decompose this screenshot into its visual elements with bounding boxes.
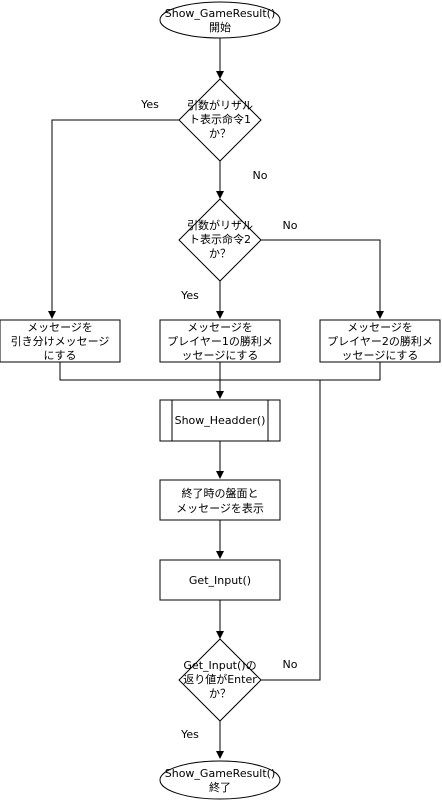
edge-msg-p2-merge (220, 362, 381, 381)
show-header-process: Show_Headder() (159, 399, 281, 442)
edge-decision2-no (261, 239, 384, 319)
decision2-line2: ト表示命令2 (189, 232, 251, 246)
decision1-line2: ト表示命令1 (189, 112, 251, 126)
decision1-line1: 引数がリザル (187, 98, 253, 112)
msg-p2-line1: メッセージを (347, 321, 413, 334)
decision3-no-label: No (283, 658, 298, 671)
msg-draw-line3: にする (43, 349, 76, 362)
msg-draw-line2: 引き分けメッセージ (11, 334, 110, 348)
decision1-yes-label: Yes (140, 98, 159, 111)
show-board-line2: メッセージを表示 (176, 501, 264, 515)
decision2-diamond: 引数がリザル ト表示命令2 か？ (178, 198, 262, 282)
start-label-line1: Show_GameResult() (165, 7, 276, 20)
decision2-line1: 引数がリザル (187, 218, 253, 232)
decision2-yes-label: Yes (180, 289, 199, 302)
start-terminal: Show_GameResult() 開始 (159, 1, 281, 39)
end-label-line2: 終了 (209, 780, 231, 794)
msg-p2-line3: ッセージにする (342, 349, 419, 362)
decision3-line1: Get_Input()の (183, 659, 256, 672)
decision2-line3: か？ (209, 247, 231, 260)
edge-decision1-yes (48, 119, 180, 319)
get-input-box: Get_Input() (159, 559, 281, 601)
show-board-line1: 終了時の盤面と (182, 486, 259, 500)
msg-p1-box: メッセージを プレイヤー1の勝利メ ッセージにする (159, 319, 281, 363)
msg-p1-line3: ッセージにする (182, 349, 259, 362)
edges (48, 38, 384, 759)
decision3-line3: か？ (209, 687, 231, 700)
msg-p2-box: メッセージを プレイヤー2の勝利メ ッセージにする (319, 319, 441, 363)
msg-draw-box: メッセージを 引き分けメッセージ にする (0, 319, 121, 363)
msg-draw-line1: メッセージを (27, 321, 93, 334)
edge-decision3-no-loop (220, 379, 321, 681)
decision1-diamond: 引数がリザル ト表示命令1 か？ (178, 78, 262, 162)
end-label-line1: Show_GameResult() (165, 767, 276, 780)
decision3-diamond: Get_Input()の 返り値がEnter か？ (178, 638, 262, 722)
decision3-yes-label: Yes (180, 728, 199, 741)
end-terminal: Show_GameResult() 終了 (159, 760, 281, 800)
get-input-label: Get_Input() (189, 574, 251, 587)
decision1-no-label: No (253, 169, 268, 182)
decision3-line2: 返り値がEnter (183, 672, 257, 686)
msg-p2-line2: プレイヤー2の勝利メ (327, 334, 433, 348)
msg-p1-line1: メッセージを (187, 321, 253, 334)
show-board-box: 終了時の盤面と メッセージを表示 (159, 479, 281, 521)
decision2-no-label: No (283, 219, 298, 232)
msg-p1-line2: プレイヤー1の勝利メ (167, 334, 273, 348)
edge-msg-draw-merge (59, 362, 220, 381)
show-header-label: Show_Headder() (175, 414, 266, 427)
start-label-line2: 開始 (209, 20, 231, 34)
decision1-line3: か？ (209, 127, 231, 140)
